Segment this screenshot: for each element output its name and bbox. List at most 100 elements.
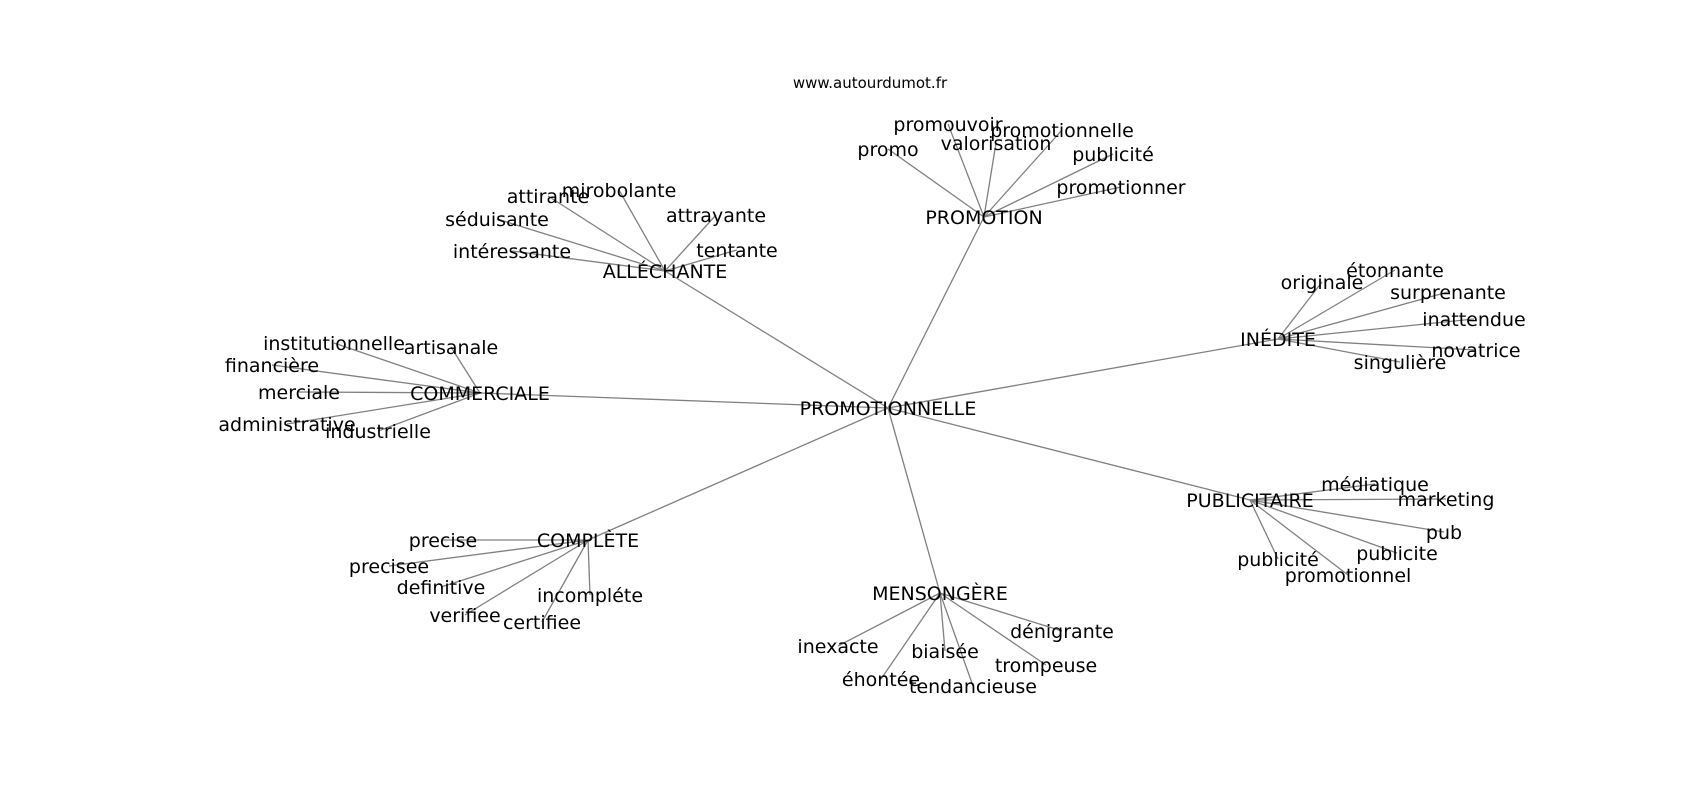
- leaf-node[interactable]: promotionner: [1056, 177, 1185, 199]
- edge-allechante-leaf: [496, 218, 666, 272]
- leaf-node[interactable]: surprenante: [1390, 282, 1506, 304]
- edge-commerciale-leaf: [271, 364, 481, 394]
- leaf-node[interactable]: attrayante: [666, 205, 766, 227]
- edge-allechante-leaf: [664, 249, 738, 272]
- leaf-node[interactable]: incompléte: [537, 585, 643, 607]
- leaf-node[interactable]: promo: [857, 139, 918, 161]
- edge-inedite-leaf: [1277, 269, 1396, 340]
- leaf-node[interactable]: financière: [225, 355, 319, 377]
- leaf-node[interactable]: verifiee: [429, 605, 500, 627]
- leaf-node[interactable]: biaisée: [911, 641, 979, 663]
- edge-center-commerciale: [479, 392, 889, 409]
- graph-edges: [271, 123, 1477, 687]
- edge-allechante-leaf: [511, 250, 666, 272]
- leaf-node[interactable]: dénigrante: [1010, 621, 1114, 643]
- edge-inedite-leaf: [1277, 338, 1401, 363]
- edge-commerciale-leaf: [377, 392, 481, 432]
- leaf-node[interactable]: tendancieuse: [909, 676, 1037, 698]
- edge-commerciale-leaf: [286, 392, 481, 425]
- edge-mensongere-leaf: [939, 592, 1047, 666]
- edge-mensongere-leaf: [880, 592, 941, 680]
- leaf-node[interactable]: administrative: [218, 414, 355, 436]
- edge-commerciale-leaf: [333, 342, 481, 394]
- leaf-node[interactable]: industrielle: [325, 421, 431, 443]
- leaf-node[interactable]: valorisation: [941, 133, 1052, 155]
- leaf-node[interactable]: originale: [1281, 272, 1364, 294]
- edge-center-allechante: [664, 270, 889, 409]
- leaf-node[interactable]: precise: [409, 530, 477, 552]
- leaf-node[interactable]: publicité: [1237, 549, 1319, 571]
- edge-publicitaire-leaf: [1249, 483, 1376, 501]
- edge-publicitaire-leaf: [1249, 499, 1445, 533]
- edge-mensongere-leaf: [939, 592, 946, 652]
- edge-inedite-leaf: [1277, 338, 1477, 351]
- edge-promotion-leaf: [887, 148, 985, 218]
- hub-node-inedite[interactable]: INÉDITE: [1240, 328, 1316, 351]
- leaf-node[interactable]: promotionnel: [1285, 565, 1412, 587]
- leaf-node[interactable]: mirobolante: [562, 180, 677, 202]
- edge-publicitaire-leaf: [1249, 499, 1349, 576]
- leaf-node[interactable]: publicite: [1356, 543, 1438, 565]
- hub-node-promotion[interactable]: PROMOTION: [925, 207, 1042, 229]
- leaf-node[interactable]: pub: [1426, 522, 1462, 544]
- edge-promotion-leaf: [947, 123, 985, 218]
- graph-labels: www.autourdumot.fr PROMOTIONNELLE PROMOTI…: [218, 74, 1525, 698]
- leaf-node[interactable]: trompeuse: [995, 655, 1097, 677]
- edge-complete-leaf: [541, 539, 589, 623]
- edge-mensongere-leaf: [939, 592, 1063, 632]
- center-node[interactable]: PROMOTIONNELLE: [800, 398, 977, 420]
- edge-commerciale-leaf: [450, 346, 481, 394]
- edge-complete-leaf: [587, 539, 591, 596]
- leaf-node[interactable]: éhontée: [842, 669, 920, 691]
- edge-publicitaire-leaf: [1249, 499, 1279, 560]
- leaf-node[interactable]: intéressante: [453, 241, 571, 263]
- leaf-node[interactable]: attirante: [507, 186, 589, 208]
- hub-node-mensongere[interactable]: MENSONGÈRE: [872, 582, 1008, 605]
- leaf-node[interactable]: marketing: [1398, 489, 1495, 511]
- leaf-node[interactable]: inattendue: [1422, 309, 1525, 331]
- edge-allechante-leaf: [618, 189, 666, 272]
- edge-publicitaire-leaf: [1249, 498, 1447, 501]
- leaf-node[interactable]: definitive: [397, 577, 486, 599]
- hub-node-complete[interactable]: COMPLÈTE: [537, 529, 639, 552]
- edge-inedite-leaf: [1277, 281, 1323, 340]
- leaf-node[interactable]: tentante: [696, 240, 777, 262]
- leaf-node[interactable]: precisee: [349, 556, 429, 578]
- leaf-node[interactable]: artisanale: [404, 337, 498, 359]
- edge-complete-leaf: [388, 539, 589, 567]
- edge-mensongere-leaf: [939, 592, 974, 687]
- leaf-node[interactable]: novatrice: [1431, 340, 1520, 362]
- leaf-node[interactable]: singulière: [1354, 352, 1447, 374]
- hub-node-allechante[interactable]: ALLÉCHANTE: [603, 260, 728, 283]
- edge-promotion-leaf: [983, 142, 997, 218]
- edge-complete-leaf: [440, 539, 589, 588]
- edge-center-complete: [587, 407, 889, 541]
- leaf-node[interactable]: inexacte: [797, 636, 878, 658]
- leaf-node[interactable]: séduisante: [445, 209, 549, 231]
- edge-promotion-leaf: [983, 186, 1122, 218]
- edge-center-mensongere: [887, 407, 941, 594]
- source-site-label: www.autourdumot.fr: [793, 74, 948, 92]
- edge-allechante-leaf: [664, 214, 717, 272]
- hub-node-publicitaire[interactable]: PUBLICITAIRE: [1186, 490, 1313, 512]
- leaf-node[interactable]: promotionnelle: [990, 120, 1134, 142]
- leaf-node[interactable]: institutionnelle: [263, 333, 405, 355]
- hub-node-commerciale[interactable]: COMMERCIALE: [410, 383, 550, 405]
- edge-inedite-leaf: [1277, 291, 1449, 340]
- leaf-node[interactable]: publicité: [1072, 144, 1154, 166]
- leaf-node[interactable]: médiatique: [1321, 474, 1429, 496]
- edge-promotion-leaf: [983, 129, 1063, 218]
- leaf-node[interactable]: merciale: [258, 382, 340, 404]
- leaf-node[interactable]: promouvoir: [893, 114, 1002, 136]
- edge-mensongere-leaf: [837, 592, 941, 647]
- edge-promotion-leaf: [983, 153, 1114, 218]
- leaf-node[interactable]: étonnante: [1346, 260, 1444, 282]
- edge-allechante-leaf: [547, 195, 666, 272]
- leaf-node[interactable]: certifiee: [503, 612, 581, 634]
- edge-complete-leaf: [464, 539, 589, 616]
- edge-inedite-leaf: [1277, 318, 1475, 340]
- edge-center-publicitaire: [887, 407, 1251, 501]
- edge-center-inedite: [887, 338, 1279, 409]
- edge-commerciale-leaf: [298, 391, 481, 394]
